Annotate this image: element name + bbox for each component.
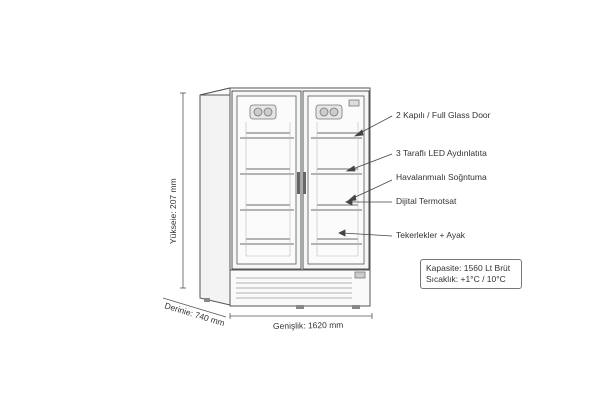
capacity-text: Kapasite: 1560 Lt Brüt — [426, 263, 511, 273]
height-label: Yükseie: 207 mm — [168, 178, 178, 244]
temperature-text: Sıcaklık: +1°C / 10°C — [426, 274, 506, 284]
width-dimension — [229, 313, 373, 319]
specs-box: Kapasite: 1560 Lt Brüt Sıcaklık: +1°C / … — [420, 259, 522, 289]
fan-units — [249, 99, 360, 120]
feature-label-led: 3 Taraflı LED Aydınlatıta — [396, 148, 487, 158]
feature-label-thermostat: Dijital Termotsat — [396, 196, 457, 206]
door-handles — [297, 172, 306, 194]
callout-arrows — [338, 115, 393, 237]
bottom-grille — [236, 271, 366, 299]
height-dimension — [180, 92, 186, 289]
feature-label-cooling: Havalanmıalı Soğntuma — [396, 172, 487, 182]
width-label: Genişlik: 1620 mm — [273, 320, 344, 331]
feet — [204, 298, 360, 309]
feature-label-wheels: Tekerlekler + Ayak — [396, 230, 466, 240]
feature-label-door: 2 Kapılı / Full Glass Door — [396, 110, 491, 120]
depth-dimension — [162, 297, 227, 318]
